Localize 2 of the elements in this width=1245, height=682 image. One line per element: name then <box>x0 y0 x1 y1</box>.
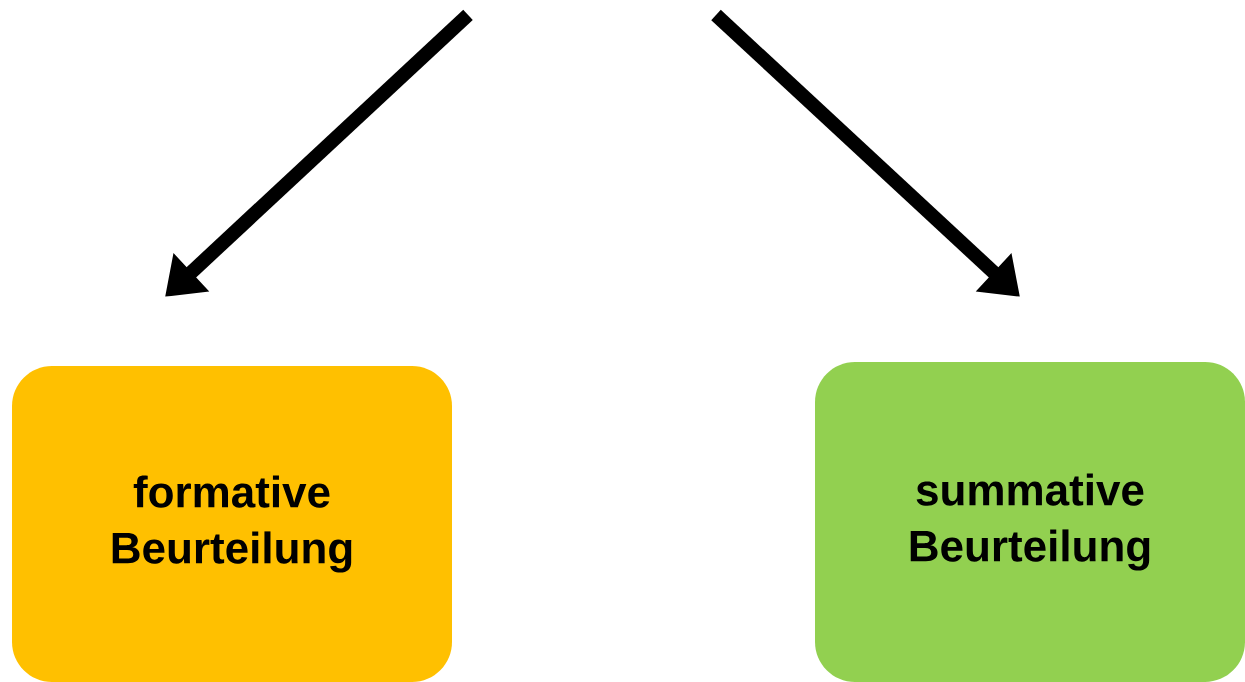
rounded-box: formative Beurteilung <box>12 366 452 682</box>
rounded-box: summative Beurteilung <box>815 362 1245 682</box>
